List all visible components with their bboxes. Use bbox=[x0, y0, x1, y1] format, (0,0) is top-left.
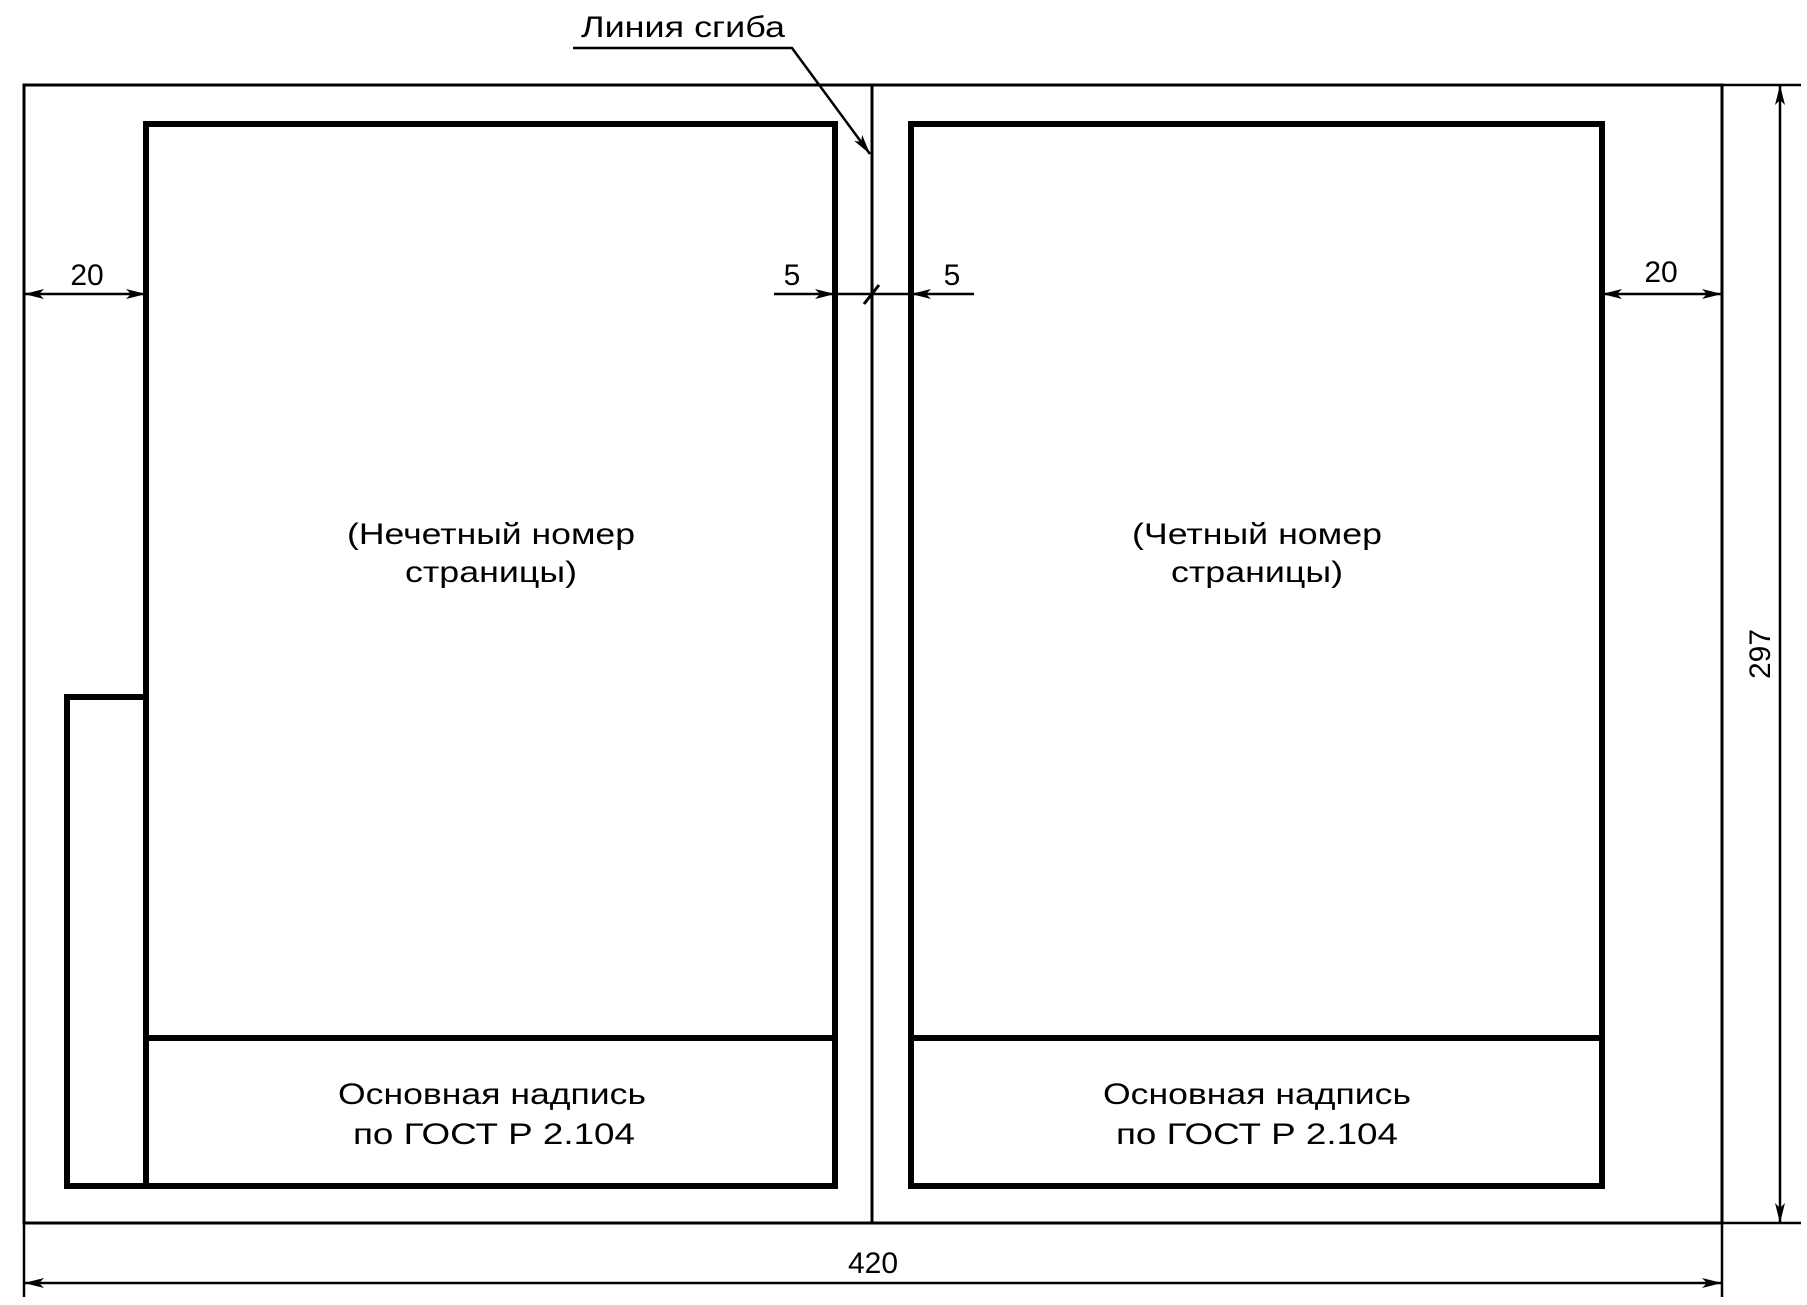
left-title-block-line1: Основная надпись bbox=[338, 1078, 646, 1111]
left-page-label-line2: страницы) bbox=[405, 556, 577, 589]
right-title-block-line1: Основная надпись bbox=[1103, 1078, 1411, 1111]
right-margin-value: 20 bbox=[1644, 256, 1677, 289]
fold-label: Линия сгиба bbox=[581, 11, 785, 44]
left-margin-value: 20 bbox=[70, 259, 103, 292]
right-page-frame bbox=[908, 121, 1605, 1189]
left-page-frame bbox=[143, 121, 838, 1189]
left-fold-gap-value: 5 bbox=[784, 259, 801, 292]
left-title-block-line2: по ГОСТ Р 2.104 bbox=[353, 1118, 635, 1151]
right-fold-gap-value: 5 bbox=[944, 259, 961, 292]
right-page-label-line2: страницы) bbox=[1171, 556, 1343, 589]
width-value: 420 bbox=[848, 1247, 898, 1280]
left-page-label-line1: (Нечетный номер bbox=[347, 518, 635, 551]
left-side-strip bbox=[64, 694, 146, 1189]
right-title-block-line2: по ГОСТ Р 2.104 bbox=[1116, 1118, 1398, 1151]
fold-label-leader bbox=[573, 46, 872, 155]
height-value: 297 bbox=[1744, 629, 1777, 679]
fold-tick bbox=[862, 284, 881, 305]
right-page-label-line1: (Четный номер bbox=[1132, 518, 1382, 551]
